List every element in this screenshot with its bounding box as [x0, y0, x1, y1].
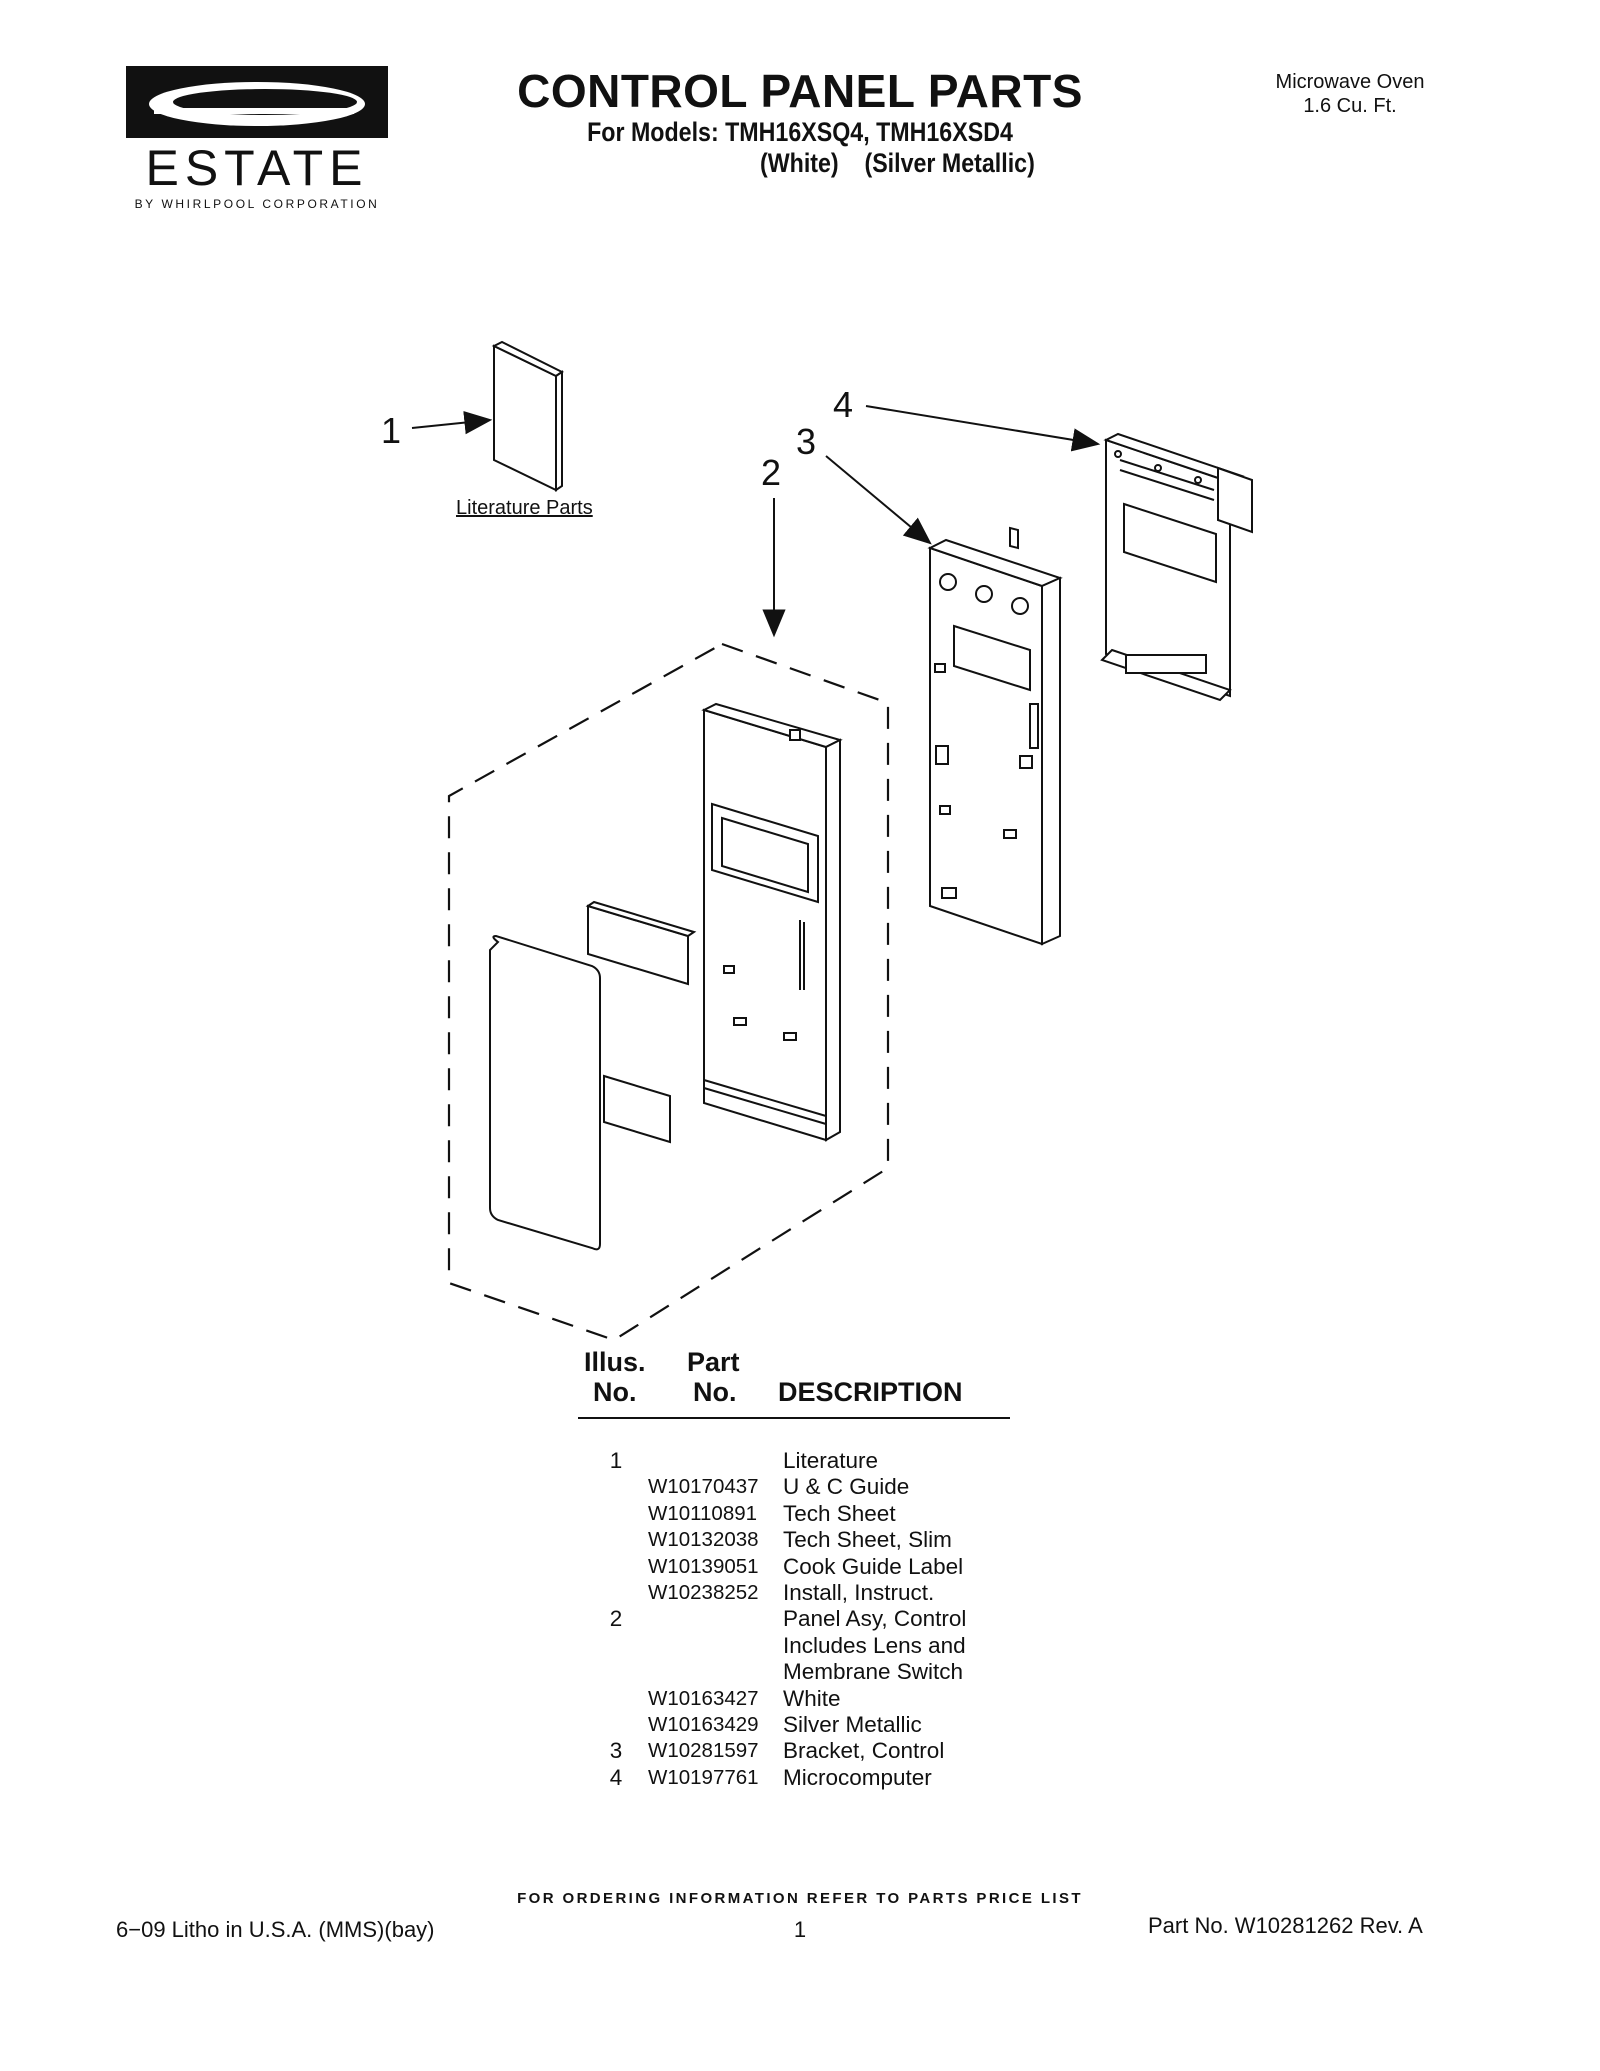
exploded-parts-diagram	[411, 340, 1253, 1342]
product-type: Microwave Oven 1.6 Cu. Ft.	[1250, 70, 1450, 118]
estate-logo-icon	[126, 66, 388, 138]
description: White	[783, 1685, 841, 1711]
page-number: 1	[793, 1917, 807, 1942]
illus-no: 1	[609, 1448, 623, 1473]
table-row: W10139051 Cook Guide Label	[600, 1554, 1100, 1580]
description: Install, Instruct.	[783, 1579, 935, 1605]
table-row: 2 Panel Asy, Control	[600, 1606, 1100, 1632]
header-part: Part	[687, 1347, 740, 1377]
litho-info: 6−09 Litho in U.S.A. (MMS)(bay)	[116, 1917, 435, 1942]
parts-table-header: Illus. No. Part No. DESCRIPTION	[578, 1347, 1010, 1419]
callout-1: 1	[381, 410, 402, 451]
description: Panel Asy, Control	[783, 1606, 967, 1632]
description: Membrane Switch	[783, 1659, 964, 1685]
description: Literature	[783, 1448, 879, 1473]
lens-icon	[585, 900, 697, 986]
table-row: 3 W10281597 Bracket, Control	[600, 1738, 1100, 1764]
description: Tech Sheet, Slim	[783, 1527, 952, 1553]
table-row: W10163429 Silver Metallic	[600, 1712, 1100, 1738]
literature-parts-label: Literature Parts	[456, 497, 593, 519]
table-row: 4 W10197761 Microcomputer	[600, 1765, 1100, 1791]
part-no: W10281597	[648, 1739, 759, 1763]
part-no: W10163427	[648, 1686, 759, 1710]
callout-2: 2	[761, 452, 782, 493]
table-row: 1 Literature	[600, 1448, 1100, 1474]
part-no: W10132038	[648, 1528, 759, 1552]
brand-name: ESTATE	[145, 140, 369, 196]
callout-3: 3	[796, 421, 817, 462]
header-illus: Illus.	[584, 1347, 646, 1377]
part-no: W10163429	[648, 1712, 759, 1736]
description: Silver Metallic	[783, 1711, 922, 1737]
part-no: W10139051	[648, 1554, 759, 1578]
description: Tech Sheet	[783, 1500, 896, 1526]
description: Bracket, Control	[783, 1738, 945, 1764]
control-bracket-icon	[927, 526, 1063, 946]
membrane-switch-icon	[489, 934, 671, 1251]
ordering-info: FOR ORDERING INFORMATION REFER TO PARTS …	[517, 1890, 1083, 1907]
control-panel-icon	[701, 702, 843, 1142]
part-no: W10238252	[648, 1580, 759, 1604]
table-row: Includes Lens and	[600, 1633, 1100, 1659]
product-type-line1: Microwave Oven	[1275, 71, 1425, 93]
part-no: W10197761	[648, 1765, 759, 1789]
illus-no: 3	[609, 1738, 623, 1764]
header-illus-no: No.	[593, 1377, 637, 1407]
table-row: W10163427 White	[600, 1686, 1100, 1712]
callout-4: 4	[833, 384, 854, 425]
table-row: W10170437 U & C Guide	[600, 1474, 1100, 1500]
page-title: CONTROL PANEL PARTS	[517, 65, 1083, 117]
parts-table-body: 1 Literature W10170437 U & C Guide W101108…	[600, 1448, 1100, 1791]
brand-subtitle: BY WHIRLPOOL CORPORATION	[134, 197, 380, 211]
product-type-line2: 1.6 Cu. Ft.	[1303, 95, 1397, 117]
document-part-number: Part No. W10281262 Rev. A	[1148, 1913, 1423, 1938]
header-description: DESCRIPTION	[778, 1377, 963, 1407]
models-line: For Models: TMH16XSQ4, TMH16XSD4	[587, 117, 1013, 147]
microcomputer-board-icon	[1100, 432, 1253, 702]
table-row: W10132038 Tech Sheet, Slim	[600, 1527, 1100, 1553]
illus-no: 4	[609, 1764, 623, 1790]
table-row: W10238252 Install, Instruct.	[600, 1580, 1100, 1606]
illus-no: 2	[609, 1606, 623, 1632]
table-row: W10110891 Tech Sheet	[600, 1501, 1100, 1527]
table-row: Membrane Switch	[600, 1659, 1100, 1685]
part-no: W10170437	[648, 1475, 759, 1499]
part-no: W10110891	[648, 1501, 758, 1525]
description: Cook Guide Label	[783, 1553, 964, 1579]
description: Includes Lens and	[783, 1632, 966, 1658]
description: Microcomputer	[783, 1764, 932, 1790]
literature-booklet-icon	[491, 340, 564, 492]
description: U & C Guide	[783, 1474, 910, 1500]
header-part-no: No.	[693, 1377, 737, 1407]
